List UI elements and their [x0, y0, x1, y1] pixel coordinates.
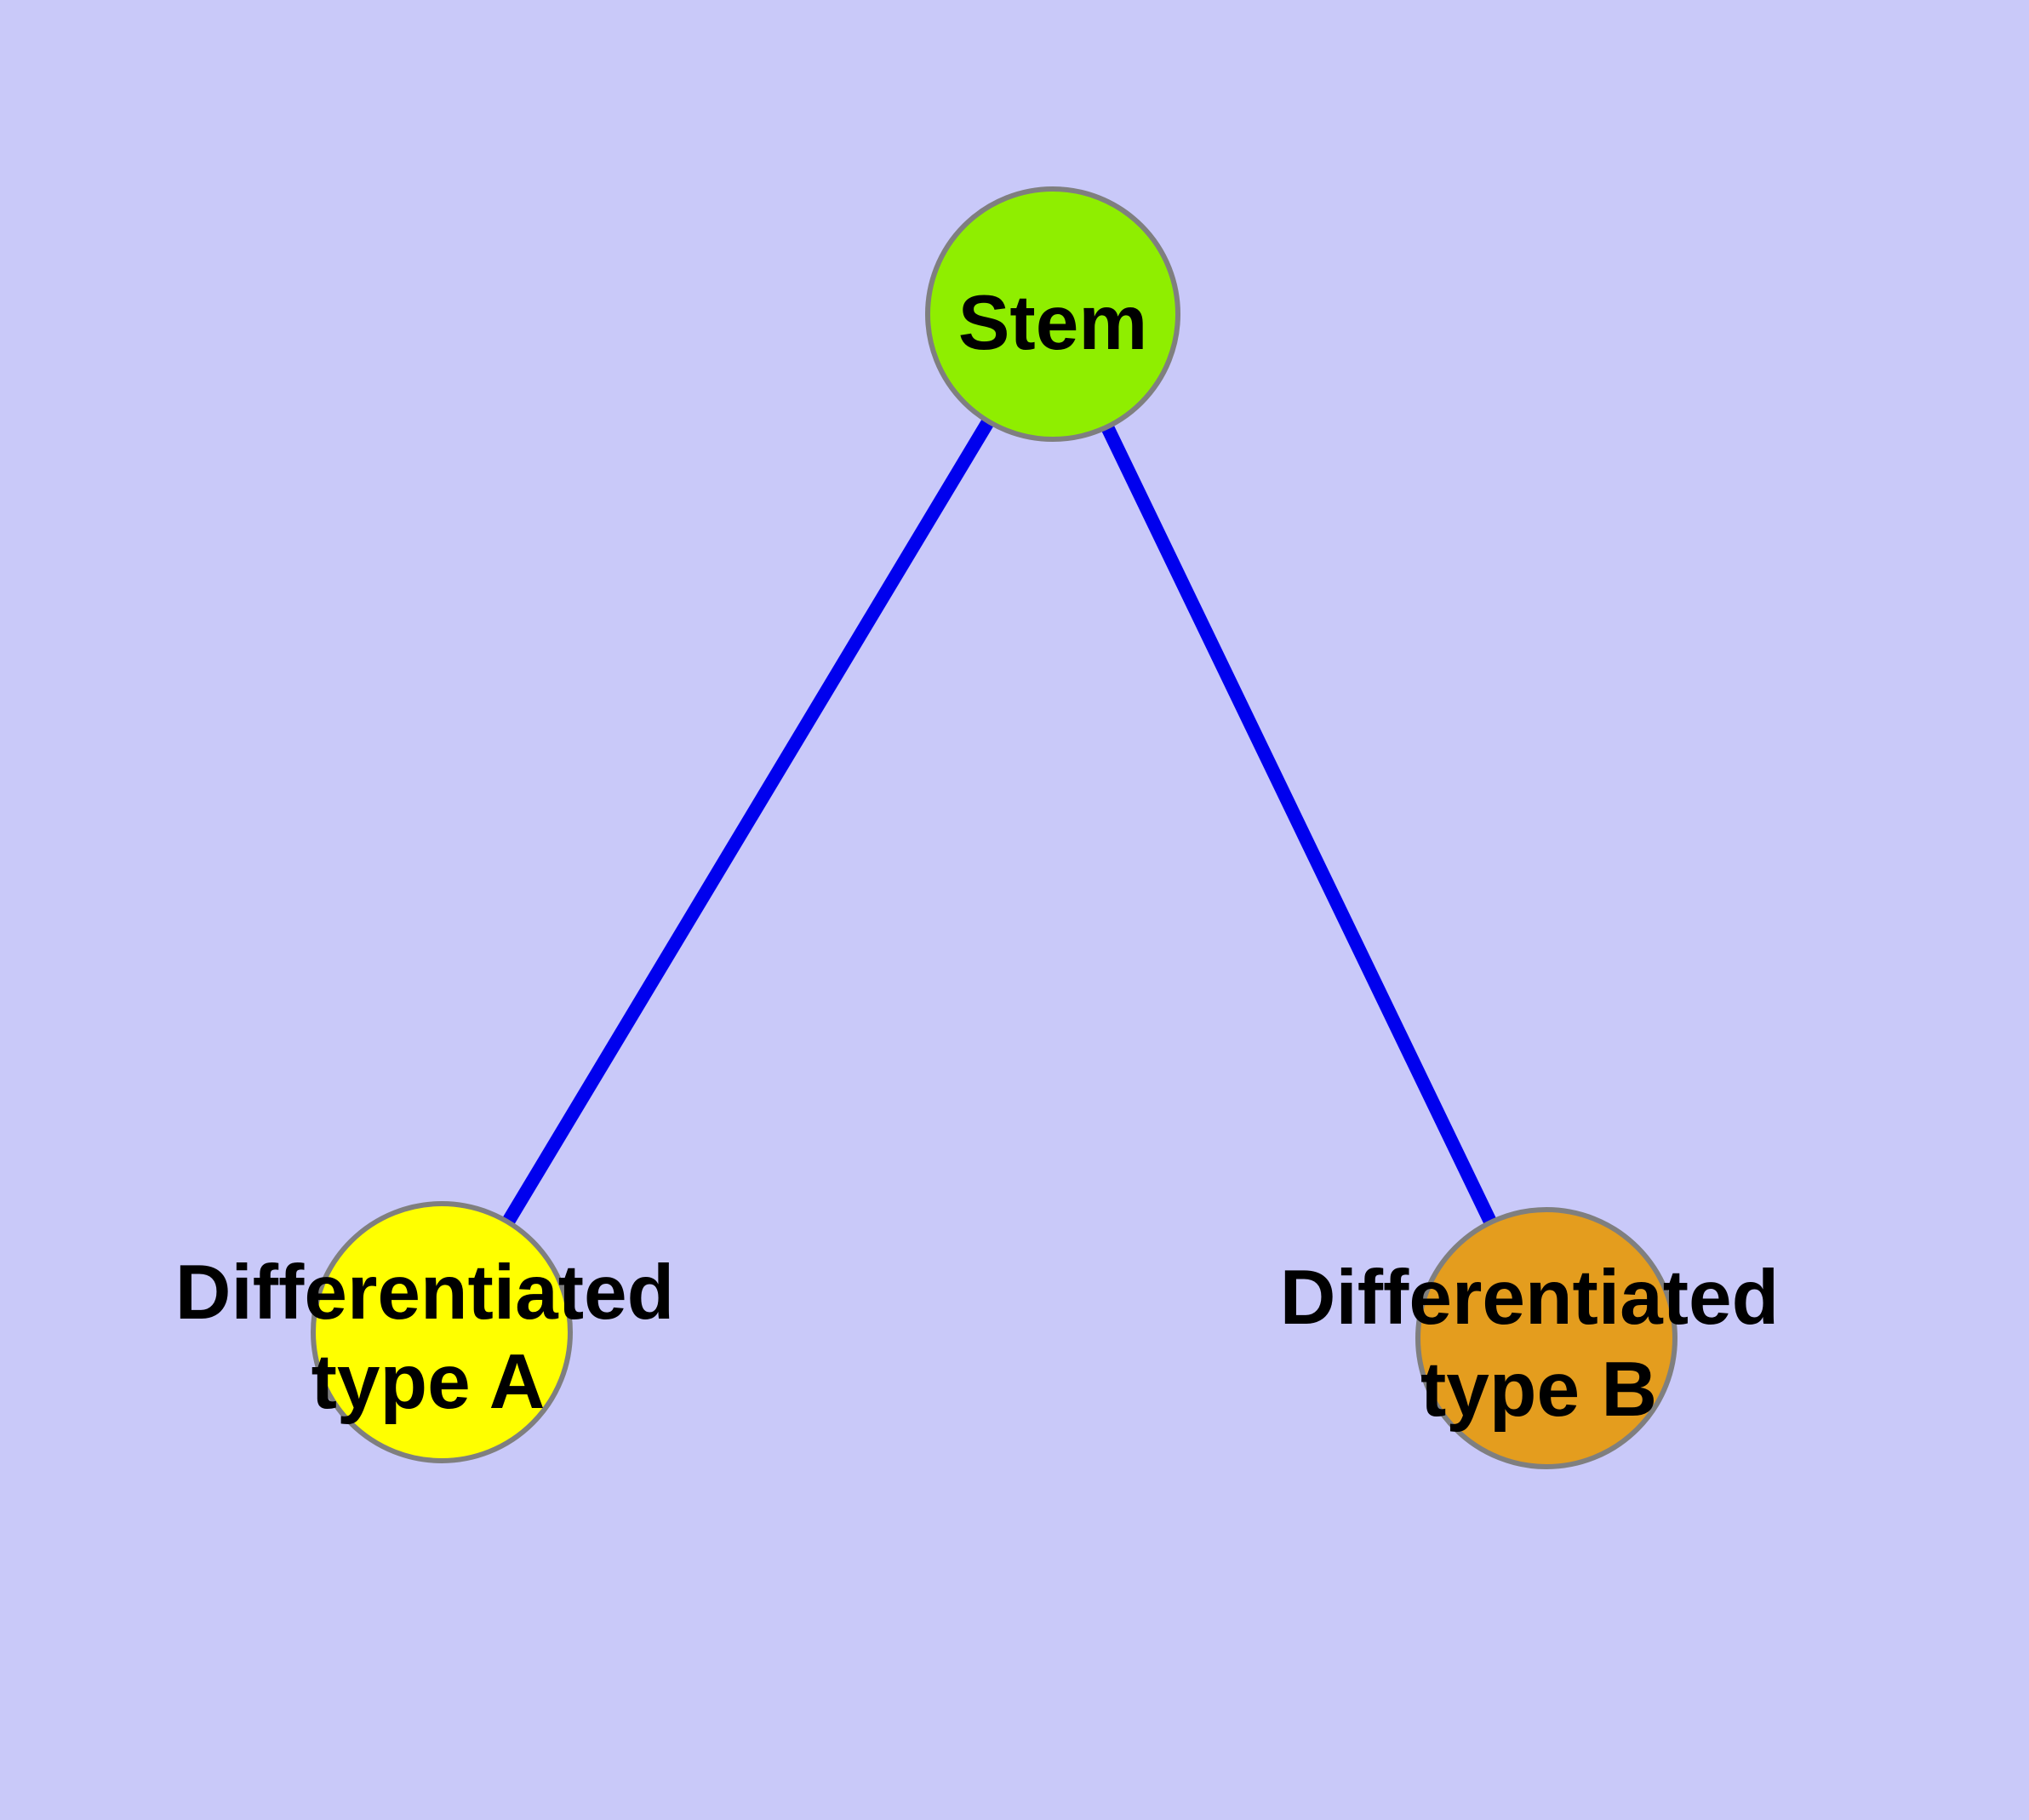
node-type-a-label-line1: Differentiated — [175, 1250, 675, 1336]
node-type-b-label-line1: Differentiated — [1280, 1255, 1780, 1341]
node-differentiated-type-b — [1415, 1207, 1677, 1469]
node-differentiated-type-a — [311, 1201, 573, 1463]
node-type-a-label-line2: type A — [311, 1339, 546, 1425]
node-type-b-label-line2: type B — [1420, 1347, 1657, 1433]
edge-stem-to-type-b — [1046, 311, 1553, 1342]
edge-stem-to-type-a — [436, 310, 1059, 1336]
node-stem-label: Stem — [958, 280, 1148, 366]
node-stem — [925, 186, 1180, 442]
